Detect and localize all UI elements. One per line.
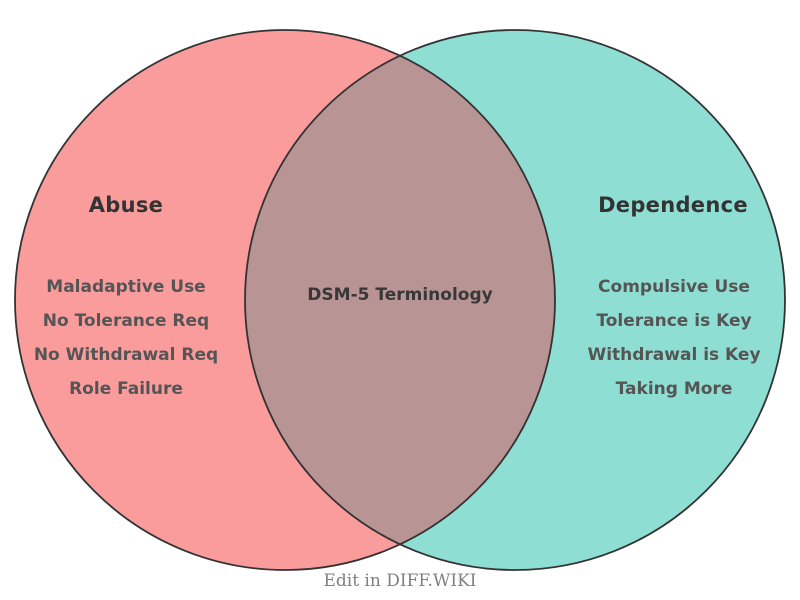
dependence-title: Dependence (598, 193, 748, 217)
edit-in-diffwiki-link[interactable]: Edit in DIFF.WIKI (323, 571, 477, 591)
overlap-label: DSM-5 Terminology (307, 285, 493, 305)
dependence-item: Withdrawal is Key (587, 345, 761, 365)
abuse-item: Maladaptive Use (46, 277, 206, 297)
dependence-item-list: Compulsive Use Tolerance is Key Withdraw… (564, 270, 784, 406)
dependence-item: Taking More (615, 379, 733, 399)
dependence-item: Tolerance is Key (596, 311, 752, 331)
abuse-item: Role Failure (69, 379, 183, 399)
abuse-item: No Tolerance Req (42, 311, 210, 331)
overlap-region (244, 55, 556, 545)
abuse-item: No Withdrawal Req (33, 345, 219, 365)
dependence-item: Compulsive Use (598, 277, 750, 297)
abuse-item-list: Maladaptive Use No Tolerance Req No With… (16, 270, 236, 406)
abuse-title: Abuse (88, 193, 164, 217)
dependence-circle-outline (244, 29, 786, 571)
abuse-circle-outline (14, 29, 556, 571)
